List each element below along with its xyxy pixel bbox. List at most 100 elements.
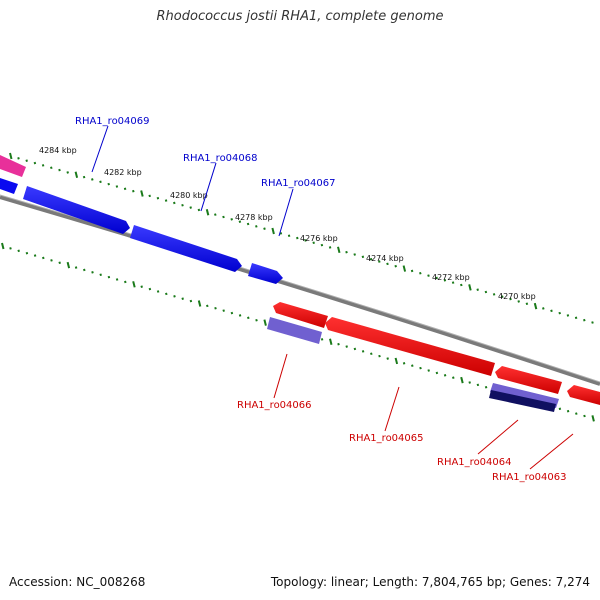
lower-row-tick	[476, 383, 480, 387]
upper-row-tick	[517, 300, 520, 303]
lower-row-tick	[140, 285, 143, 288]
lower-row-tick	[9, 247, 12, 250]
upper-row-tick	[50, 166, 53, 170]
leader-ro04067	[278, 188, 294, 237]
upper-row-tick	[484, 290, 488, 294]
leader-ro04065	[384, 386, 400, 432]
lower-row-tick	[1, 242, 5, 250]
gene-label-ro04066[interactable]: RHA1_ro04066	[237, 400, 312, 411]
leader-ro04064	[477, 419, 519, 455]
gene-label-ro04068[interactable]: RHA1_ro04068	[183, 153, 258, 164]
leader-ro04069	[91, 125, 109, 173]
scale-label-4272: 4272 kbp	[432, 273, 470, 282]
upper-row-tick	[287, 234, 291, 238]
reverse-strand-genes	[267, 302, 600, 412]
upper-row-tick	[427, 274, 430, 277]
lower-row-tick	[50, 259, 53, 262]
map-title: Rhodococcus jostii RHA1, complete genome	[156, 9, 444, 24]
gene-label-ro04067[interactable]: RHA1_ro04067	[261, 178, 336, 189]
lower-row-tick	[222, 309, 225, 312]
forward-strand-genes	[0, 155, 283, 284]
upper-row-tick	[238, 220, 242, 223]
upper-row-tick	[214, 213, 217, 216]
upper-row-tick	[25, 159, 28, 162]
lower-row-tick	[320, 338, 324, 341]
lower-row-tick	[124, 280, 127, 284]
upper-row-tick	[33, 161, 37, 165]
upper-row-tick	[320, 243, 324, 247]
upper-row-tick	[197, 208, 201, 212]
gene-label-ro04063[interactable]: RHA1_ro04063	[492, 472, 567, 483]
lower-row-tick	[42, 256, 45, 260]
lower-row-tick	[591, 415, 595, 422]
lower-row-tick	[427, 369, 430, 372]
lower-row-tick	[165, 292, 168, 296]
gene-arrow-ro04063[interactable]	[567, 385, 600, 405]
gene-arrow-ro04067[interactable]	[248, 263, 283, 284]
upper-row-tick	[164, 199, 168, 202]
upper-row-tick	[115, 185, 119, 188]
upper-row-tick	[378, 260, 381, 263]
gene-blue-partial[interactable]	[0, 178, 18, 194]
leader-ro04063	[529, 433, 574, 470]
gene-label-ro04065[interactable]: RHA1_ro04065	[349, 433, 424, 444]
lower-row-tick	[214, 306, 217, 310]
upper-row-tick	[91, 178, 94, 181]
upper-row-tick	[41, 164, 45, 167]
upper-row-tick	[263, 227, 266, 230]
upper-row-tick	[419, 271, 422, 275]
gene-arrow-ro04066[interactable]	[273, 302, 328, 328]
upper-row-tick	[189, 206, 192, 209]
lower-row-tick	[378, 354, 381, 358]
gene-label-ro04069[interactable]: RHA1_ro04069	[75, 116, 150, 127]
upper-row-tick	[140, 190, 144, 197]
genome-backbone	[0, 195, 600, 386]
dark-feature-ro04064[interactable]	[489, 390, 556, 412]
upper-row-tick	[476, 288, 479, 291]
upper-row-tick	[386, 262, 389, 266]
lower-row-tick	[468, 381, 471, 384]
lower-row-tick	[74, 266, 78, 269]
upper-row-tick	[132, 189, 135, 193]
scale-label-4278: 4278 kbp	[235, 213, 273, 222]
lower-row-tick	[443, 374, 447, 377]
scale-label-4284: 4284 kbp	[39, 146, 77, 155]
gene-arrow-ro04069[interactable]	[23, 186, 130, 234]
upper-row-tick	[501, 295, 504, 298]
upper-row-tick	[369, 257, 373, 261]
upper-row-tick	[99, 180, 102, 184]
lower-row-tick	[247, 316, 250, 320]
accession-info: Accession: NC_008268	[9, 575, 146, 589]
gene-label-ro04064[interactable]: RHA1_ro04064	[437, 457, 512, 468]
upper-row-tick	[304, 239, 307, 242]
upper-row-tick	[533, 302, 538, 310]
lower-row-tick	[386, 357, 389, 360]
upper-row-tick	[17, 157, 20, 160]
upper-row-tick	[574, 316, 578, 320]
upper-row-tick	[205, 209, 210, 216]
lower-row-tick	[255, 318, 258, 322]
upper-row-tick	[451, 281, 455, 284]
gene-labels: RHA1_ro04069 RHA1_ro04068 RHA1_ro04067 R…	[75, 116, 567, 483]
lower-row-tick	[370, 352, 373, 356]
scale-label-4282: 4282 kbp	[104, 168, 142, 177]
lower-row-tick	[329, 338, 333, 346]
gene-pink-partial[interactable]	[0, 155, 26, 177]
upper-row-tick	[312, 241, 315, 245]
upper-row-tick	[230, 218, 233, 221]
upper-row-tick	[82, 175, 86, 179]
upper-row-tick	[337, 246, 341, 254]
scale-labels: 4284 kbp 4282 kbp 4280 kbp 4278 kbp 4276…	[39, 146, 536, 301]
gene-arrow-ro04065[interactable]	[325, 317, 495, 376]
lower-row-tick	[583, 414, 586, 418]
gene-arrow-ro04068[interactable]	[130, 225, 242, 272]
topology-info: Topology: linear; Length: 7,804,765 bp; …	[270, 575, 590, 589]
rna-feature-ro04066[interactable]	[267, 317, 322, 344]
lower-row-tick	[345, 345, 348, 348]
lower-row-tick	[197, 300, 202, 307]
gene-arrow-ro04064[interactable]	[495, 366, 562, 394]
lower-row-tick	[460, 376, 464, 384]
upper-row-tick	[509, 297, 512, 301]
lower-row-tick	[435, 371, 439, 375]
upper-row-tick	[361, 255, 365, 259]
